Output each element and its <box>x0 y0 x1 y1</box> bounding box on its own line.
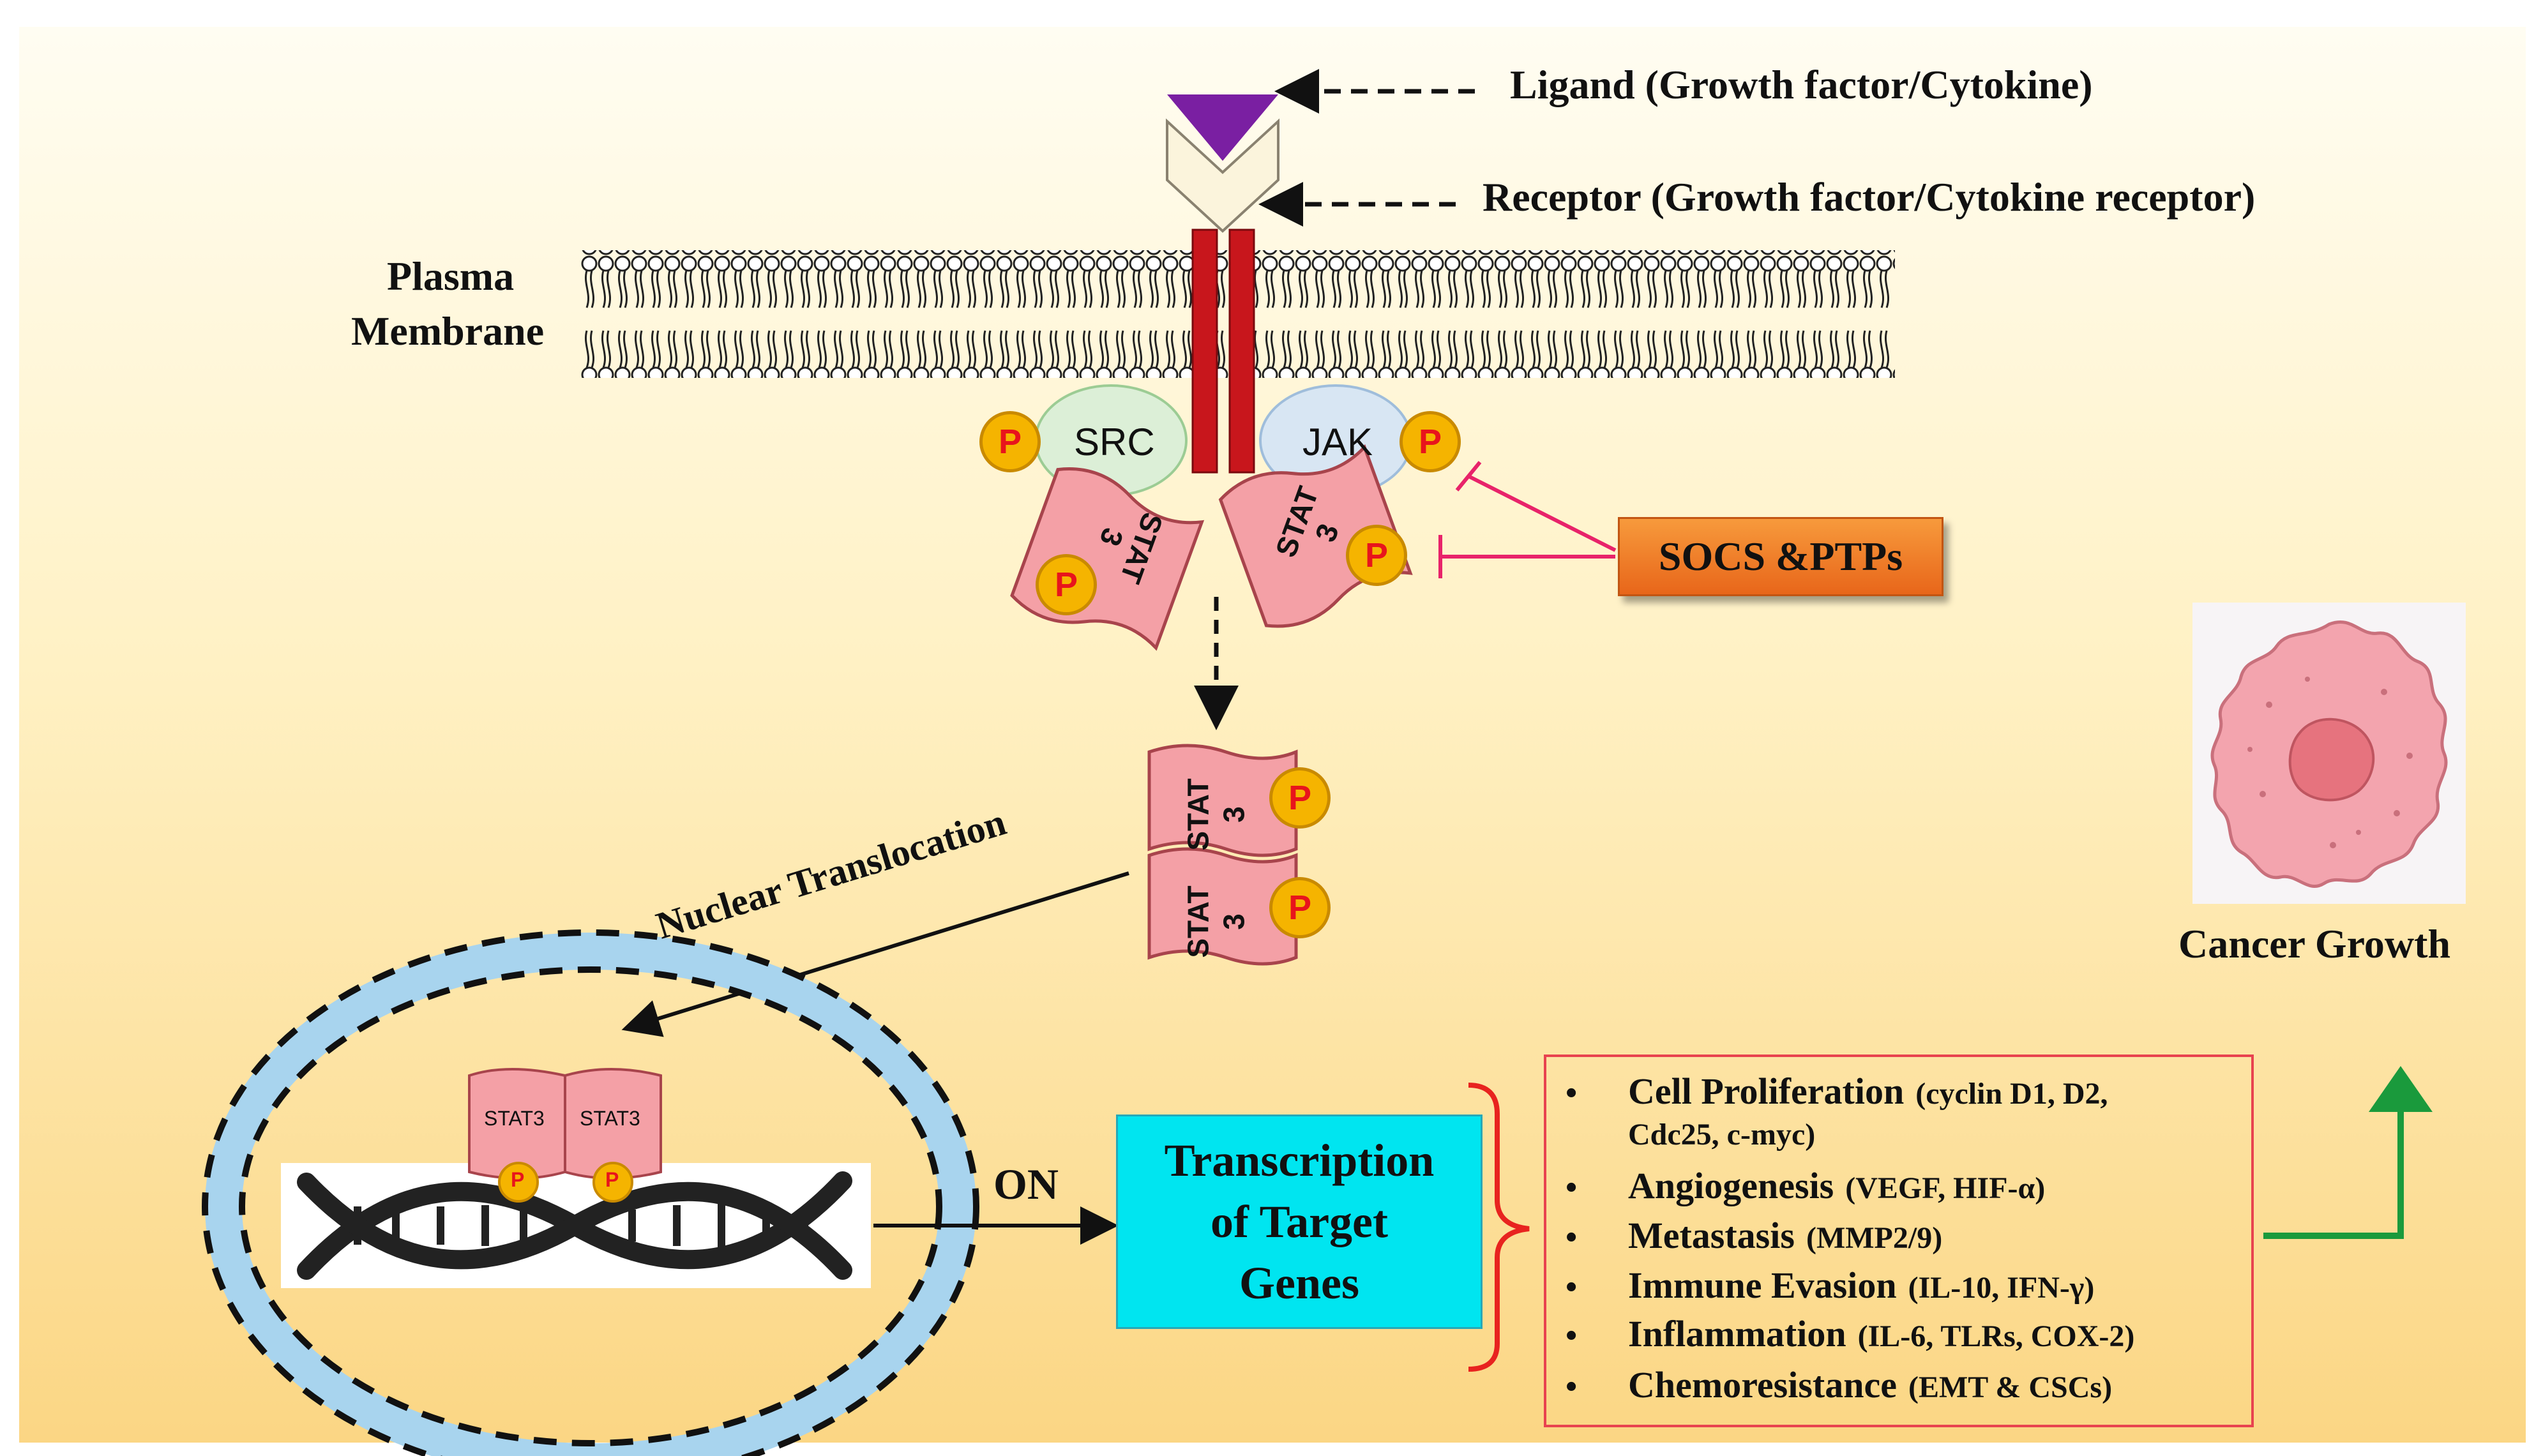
list-item: • Immune Evasion (IL-10, IFN-γ) <box>1566 1264 2094 1307</box>
receptor-chain-right <box>1228 229 1255 474</box>
stat3-bound-right-label: STAT3 <box>580 1107 640 1130</box>
outcome-sub: (VEGF, HIF-α) <box>1845 1171 2046 1205</box>
phospho-jak: P <box>1400 411 1461 472</box>
stat3-bound-left-label: STAT3 <box>484 1107 545 1130</box>
bullet: • <box>1566 1169 1578 1206</box>
outcome-main: Cell Proliferation <box>1628 1070 1905 1112</box>
outcome-sub: (IL-10, IFN-γ) <box>1908 1271 2095 1305</box>
outcomes-bracket <box>1468 1083 1530 1372</box>
phospho-stat3-left: P <box>1036 554 1097 615</box>
phospho-dimer-top: P <box>1269 767 1331 829</box>
transcription-line2: of Target <box>1211 1196 1388 1247</box>
phospho-src: P <box>979 411 1041 472</box>
receptor-chain-left <box>1191 229 1218 474</box>
dimer-top-word: STAT <box>1181 778 1215 851</box>
outcome-sub: (MMP2/9) <box>1806 1221 1943 1255</box>
dimer-bottom-word: STAT <box>1181 885 1215 958</box>
outcome-main: Inflammation <box>1628 1313 1846 1355</box>
dimer-top-text: STAT 3 <box>1181 778 1252 850</box>
dimer-top-num: 3 <box>1217 806 1251 823</box>
outcome-main: Metastasis <box>1628 1215 1795 1256</box>
dna-phospho-left <box>498 1162 539 1203</box>
transcription-line1: Transcription <box>1164 1135 1435 1186</box>
stat3-monomer-right <box>1218 444 1413 628</box>
dna-double-helix <box>297 1171 852 1280</box>
phospho-stat3-right: P <box>1346 525 1407 586</box>
cancer-growth-arrow <box>2263 1066 2433 1239</box>
inhibition-of-stat3 <box>1438 535 1615 578</box>
stat3-dimer-bottom <box>1147 847 1298 966</box>
bullet: • <box>1566 1075 1578 1111</box>
outcome-main: Immune Evasion <box>1628 1265 1897 1306</box>
list-item: • Cell Proliferation (cyclin D1, D2, <box>1566 1070 2108 1113</box>
stat3-dna-bound-right <box>564 1068 662 1180</box>
receptor-label: Receptor (Growth factor/Cytokine recepto… <box>1483 174 2256 220</box>
ligand-triangle <box>1167 94 1278 161</box>
nucleus-envelope <box>205 933 976 1456</box>
outcomes-list: • Cell Proliferation (cyclin D1, D2, Cdc25… <box>1544 1054 2254 1427</box>
bullet: • <box>1566 1317 1578 1354</box>
dna-phospho-right <box>592 1162 633 1203</box>
outcome-sub: (IL-6, TLRs, COX-2) <box>1857 1319 2135 1353</box>
dimer-bottom-num: 3 <box>1217 913 1251 930</box>
membrane-label-line1: Plasma <box>387 253 515 299</box>
list-item-continuation: Cdc25, c-myc) <box>1628 1117 1815 1152</box>
nucleus-outer-dash <box>202 929 979 1456</box>
outcome-main: Angiogenesis <box>1628 1165 1834 1206</box>
transcription-box: Transcription of Target Genes <box>1116 1115 1483 1329</box>
outcome-sub: (EMT & CSCs) <box>1908 1370 2113 1404</box>
bullet: • <box>1566 1369 1578 1405</box>
jak-label: JAK <box>1302 421 1373 463</box>
inhibition-of-jak <box>1455 461 1617 552</box>
ligand-label: Ligand (Growth factor/Cytokine) <box>1510 62 2093 107</box>
list-item: • Inflammation (IL-6, TLRs, COX-2) <box>1566 1312 2134 1355</box>
nucleus-inner-dash <box>239 966 942 1446</box>
stat3-right-num: 3 <box>1308 519 1345 546</box>
receptor-head <box>1166 118 1279 233</box>
dna-phospho-right-label: P <box>605 1168 619 1191</box>
phospho-dimer-bottom: P <box>1269 877 1331 938</box>
bullet: • <box>1566 1269 1578 1305</box>
stat3-dimer-top <box>1147 744 1298 857</box>
bullet: • <box>1566 1219 1578 1256</box>
dimer-bottom-text: STAT 3 <box>1181 885 1252 957</box>
cancer-cell-panel <box>2192 603 2466 904</box>
membrane-label-line2: Membrane <box>351 308 545 354</box>
list-item: • Chemoresistance (EMT & CSCs) <box>1566 1363 2112 1406</box>
outcome-main: Chemoresistance <box>1628 1364 1897 1406</box>
outcome-sub: (cyclin D1, D2, <box>1915 1077 2108 1111</box>
dna-phospho-left-label: P <box>511 1168 525 1191</box>
src-label: SRC <box>1074 421 1155 463</box>
outcome-sub-continuation: Cdc25, c-myc) <box>1628 1118 1816 1152</box>
list-item: • Angiogenesis (VEGF, HIF-α) <box>1566 1164 2045 1207</box>
socs-ptps-box: SOCS &PTPs <box>1618 517 1943 596</box>
list-item: • Metastasis (MMP2/9) <box>1566 1214 1942 1257</box>
nuclear-translocation-arrow <box>621 871 1129 1037</box>
transcription-line3: Genes <box>1239 1257 1359 1309</box>
cancer-growth-label: Cancer Growth <box>2178 921 2451 966</box>
cancer-nucleus-icon <box>2288 717 2375 802</box>
stat3-left-num: 3 <box>1093 523 1130 551</box>
on-label: ON <box>993 1160 1059 1208</box>
